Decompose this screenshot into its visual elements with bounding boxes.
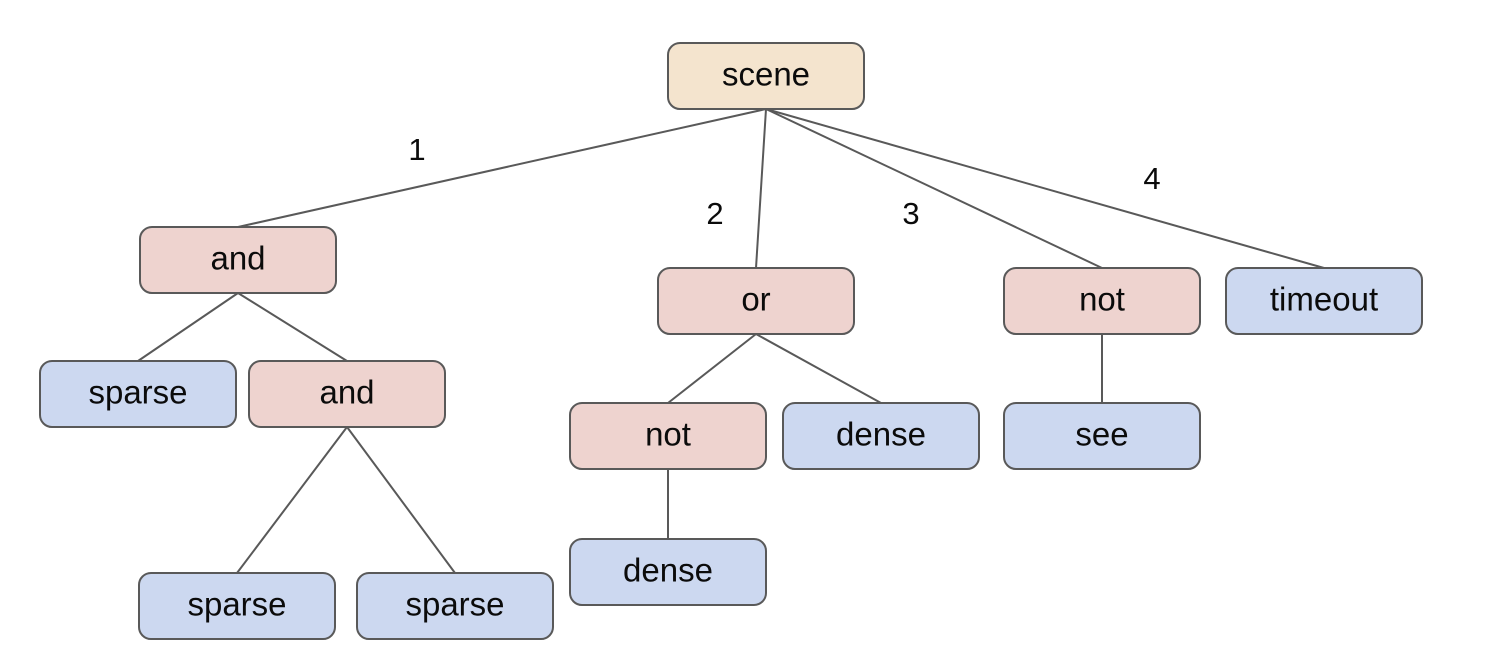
tree-node-and1[interactable]: and [139, 226, 337, 294]
node-layer: scene and or not timeout sparse and not dense see… [39, 42, 1423, 640]
tree-node-dense1[interactable]: dense [782, 402, 980, 470]
node-box [657, 267, 855, 335]
edge-order-label: 3 [902, 196, 919, 231]
tree-node-scene[interactable]: scene [667, 42, 865, 110]
node-box [569, 538, 767, 606]
node-label: and [319, 374, 374, 411]
tree-node-see[interactable]: see [1003, 402, 1201, 470]
edge-order-label: 2 [706, 196, 723, 231]
node-box [248, 360, 446, 428]
node-box [782, 402, 980, 470]
tree-node-sparse3[interactable]: sparse [356, 572, 554, 640]
tree-node-or1[interactable]: or [657, 267, 855, 335]
tree-node-dense2[interactable]: dense [569, 538, 767, 606]
node-label: dense [623, 552, 713, 589]
tree-node-sparse1[interactable]: sparse [39, 360, 237, 428]
tree-node-timeout[interactable]: timeout [1225, 267, 1423, 335]
node-label: see [1075, 416, 1128, 453]
node-label: or [741, 281, 770, 318]
node-label: timeout [1270, 281, 1378, 318]
node-label: and [210, 240, 265, 277]
tree-edge [237, 292, 348, 362]
edge-order-label: 4 [1143, 161, 1160, 196]
node-box [1003, 402, 1201, 470]
node-box [356, 572, 554, 640]
node-box [138, 572, 336, 640]
tree-edge [755, 333, 882, 404]
tree-edge [765, 108, 1103, 269]
node-box [569, 402, 767, 470]
node-label: not [645, 416, 691, 453]
tree-edge [755, 108, 767, 269]
tree-node-sparse2[interactable]: sparse [138, 572, 336, 640]
tree-edge [237, 108, 767, 228]
tree-node-not2[interactable]: not [569, 402, 767, 470]
tree-node-not1[interactable]: not [1003, 267, 1201, 335]
tree-edge [137, 292, 239, 362]
node-label: sparse [187, 586, 286, 623]
node-box [667, 42, 865, 110]
edge-label-layer: 1 2 3 4 [408, 132, 1160, 231]
node-label: sparse [88, 374, 187, 411]
tree-edge [667, 333, 757, 404]
edge-layer [137, 108, 1325, 574]
node-label: sparse [405, 586, 504, 623]
tree-edge [236, 426, 348, 574]
node-box [1225, 267, 1423, 335]
node-label: scene [722, 56, 810, 93]
tree-edge [346, 426, 456, 574]
tree-edge [765, 108, 1325, 269]
node-box [1003, 267, 1201, 335]
edge-order-label: 1 [408, 132, 425, 167]
node-label: dense [836, 416, 926, 453]
node-box [39, 360, 237, 428]
node-box [139, 226, 337, 294]
node-label: not [1079, 281, 1125, 318]
tree-node-and2[interactable]: and [248, 360, 446, 428]
